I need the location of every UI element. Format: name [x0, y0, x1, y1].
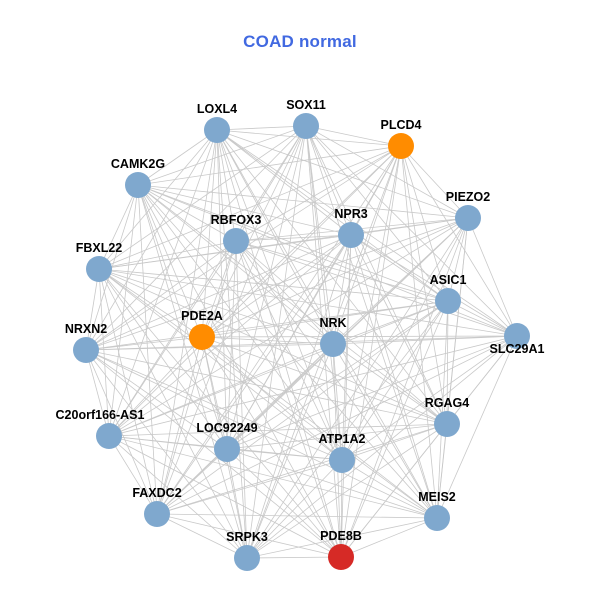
network-node-label-C20orf166-AS1: C20orf166-AS1: [56, 408, 145, 422]
network-node-PDE8B: [328, 544, 354, 570]
network-node-SRPK3: [234, 545, 260, 571]
network-node-label-MEIS2: MEIS2: [418, 490, 456, 504]
network-node-PDE2A: [189, 324, 215, 350]
network-node-ASIC1: [435, 288, 461, 314]
network-node-ATP1A2: [329, 447, 355, 473]
network-node-PLCD4: [388, 133, 414, 159]
network-node-label-PDE8B: PDE8B: [320, 529, 362, 543]
network-edges: [85, 125, 518, 559]
network-node-SOX11: [293, 113, 319, 139]
network-node-label-NRXN2: NRXN2: [65, 322, 107, 336]
network-node-NRXN2: [73, 337, 99, 363]
network-node-label-CAMK2G: CAMK2G: [111, 157, 165, 171]
network-node-LOXL4: [204, 117, 230, 143]
network-node-PIEZO2: [455, 205, 481, 231]
network-node-label-RGAG4: RGAG4: [425, 396, 470, 410]
network-node-label-SRPK3: SRPK3: [226, 530, 268, 544]
network-node-label-ATP1A2: ATP1A2: [318, 432, 365, 446]
network-node-label-NRK: NRK: [319, 316, 346, 330]
chart-title: COAD normal: [243, 32, 357, 51]
network-node-label-SLC29A1: SLC29A1: [490, 342, 545, 356]
network-node-FBXL22: [86, 256, 112, 282]
network-node-MEIS2: [424, 505, 450, 531]
network-node-label-RBFOX3: RBFOX3: [211, 213, 262, 227]
network-node-SLC29A1: [504, 323, 530, 349]
network-node-NRK: [320, 331, 346, 357]
network-node-label-PLCD4: PLCD4: [381, 118, 422, 132]
network-node-label-ASIC1: ASIC1: [430, 273, 467, 287]
network-node-RBFOX3: [223, 228, 249, 254]
network-node-C20orf166-AS1: [96, 423, 122, 449]
network-node-label-FAXDC2: FAXDC2: [132, 486, 181, 500]
network-node-CAMK2G: [125, 172, 151, 198]
network-node-NPR3: [338, 222, 364, 248]
network-node-RGAG4: [434, 411, 460, 437]
network-nodes: [73, 113, 530, 571]
network-node-label-SOX11: SOX11: [286, 98, 326, 112]
network-node-label-LOC92249: LOC92249: [196, 421, 257, 435]
network-node-label-PIEZO2: PIEZO2: [446, 190, 491, 204]
network-node-label-LOXL4: LOXL4: [197, 102, 237, 116]
network-node-label-PDE2A: PDE2A: [181, 309, 223, 323]
network-node-LOC92249: [214, 436, 240, 462]
network-node-FAXDC2: [144, 501, 170, 527]
network-node-label-FBXL22: FBXL22: [76, 241, 123, 255]
network-node-label-NPR3: NPR3: [334, 207, 367, 221]
